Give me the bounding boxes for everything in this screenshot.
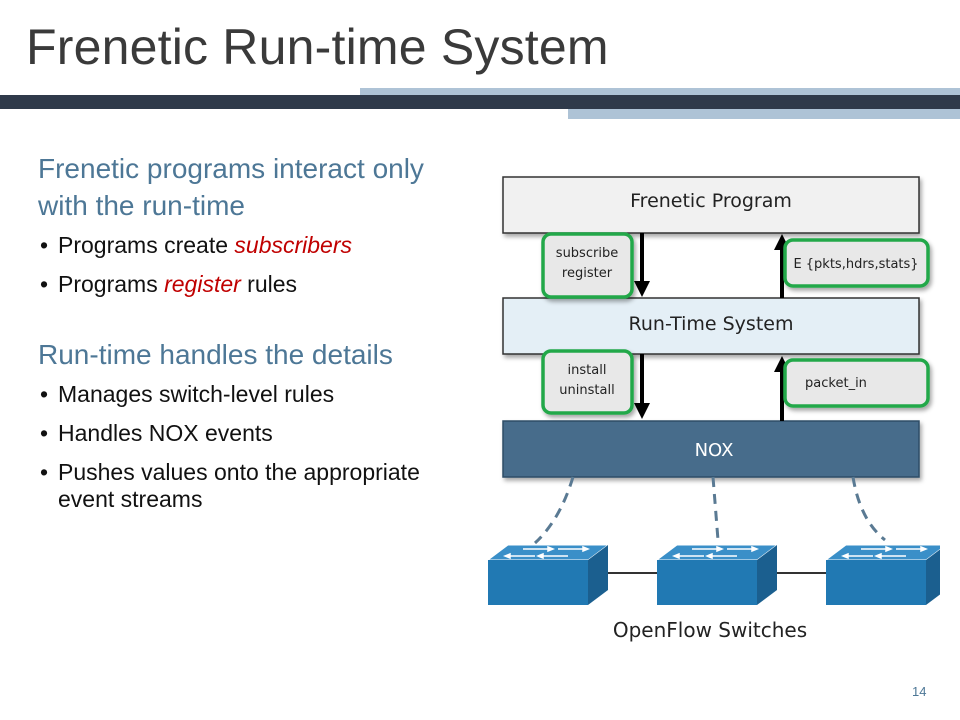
bullet-text: Programs create — [58, 232, 235, 258]
bullet-item: • Handles NOX events — [38, 420, 458, 447]
page-number: 14 — [912, 684, 927, 699]
nox-label: NOX — [695, 440, 734, 461]
nox-switch-link — [851, 476, 886, 542]
register-label: register — [562, 266, 613, 281]
bullet-emphasis: subscribers — [234, 232, 353, 258]
bullet-dot-icon: • — [40, 381, 49, 407]
heading-run-time-handles: Run-time handles the details — [38, 339, 393, 370]
bullet-text: Pushes values onto the appropriate event… — [58, 459, 420, 512]
openflow-switch-icon — [824, 544, 940, 605]
down-arrowhead-icon — [634, 281, 650, 297]
openflow-switches-label: OpenFlow Switches — [613, 618, 807, 642]
bullet-dot-icon: • — [40, 271, 49, 297]
bullets-programs: • Programs create subscribers • Programs… — [38, 232, 458, 298]
bullet-item: • Manages switch-level rules — [38, 381, 458, 408]
bullets-run-time: • Manages switch-level rules • Handles N… — [38, 381, 458, 513]
subscribe-label: subscribe — [556, 246, 618, 261]
bullet-text-suffix: rules — [240, 271, 298, 297]
bullet-emphasis: register — [164, 271, 241, 297]
openflow-switch-icon — [655, 544, 779, 605]
install-uninstall-box: install uninstall — [541, 349, 634, 415]
run-time-system-layer: Run-Time System — [502, 297, 920, 355]
heading-frenetic-programs: Frenetic programs interact only with the… — [38, 153, 424, 221]
uninstall-label: uninstall — [559, 383, 614, 398]
frenetic-program-label: Frenetic Program — [630, 190, 792, 212]
events-label: E {pkts,hdrs,stats} — [793, 257, 918, 272]
bullet-item: • Programs create subscribers — [38, 232, 458, 259]
slide-title: Frenetic Run-time System — [26, 19, 609, 75]
bullet-item: • Pushes values onto the appropriate eve… — [38, 459, 458, 513]
bullet-dot-icon: • — [40, 459, 49, 485]
bullet-text: Manages switch-level rules — [58, 381, 335, 407]
bullet-text: Programs — [58, 271, 165, 297]
bullet-dot-icon: • — [40, 420, 49, 446]
frenetic-program-layer: Frenetic Program — [502, 176, 920, 234]
title-underline-bar — [0, 95, 960, 109]
bullet-text: Handles NOX events — [58, 420, 273, 446]
title-accent-bar-top — [360, 88, 960, 98]
nox-switch-link — [533, 476, 575, 545]
openflow-switch-icon — [486, 544, 610, 605]
runtime-architecture-diagram: Frenetic Program Run-Time System NOX sub… — [486, 176, 940, 642]
install-label: install — [568, 363, 607, 378]
title-accent-bar-bottom — [568, 109, 960, 119]
packet-in-box: packet_in — [783, 358, 930, 408]
nox-switch-link — [711, 476, 720, 541]
nox-layer: NOX — [502, 420, 920, 478]
packet-in-label: packet_in — [805, 376, 867, 391]
down-arrowhead-icon — [634, 403, 650, 419]
run-time-system-label: Run-Time System — [629, 313, 794, 335]
subscribe-register-box: subscribe register — [541, 232, 634, 299]
bullet-dot-icon: • — [40, 232, 49, 258]
events-box: E {pkts,hdrs,stats} — [783, 238, 930, 288]
bullet-item: • Programs register rules — [38, 271, 458, 298]
text-column: Frenetic programs interact only with the… — [38, 150, 458, 525]
